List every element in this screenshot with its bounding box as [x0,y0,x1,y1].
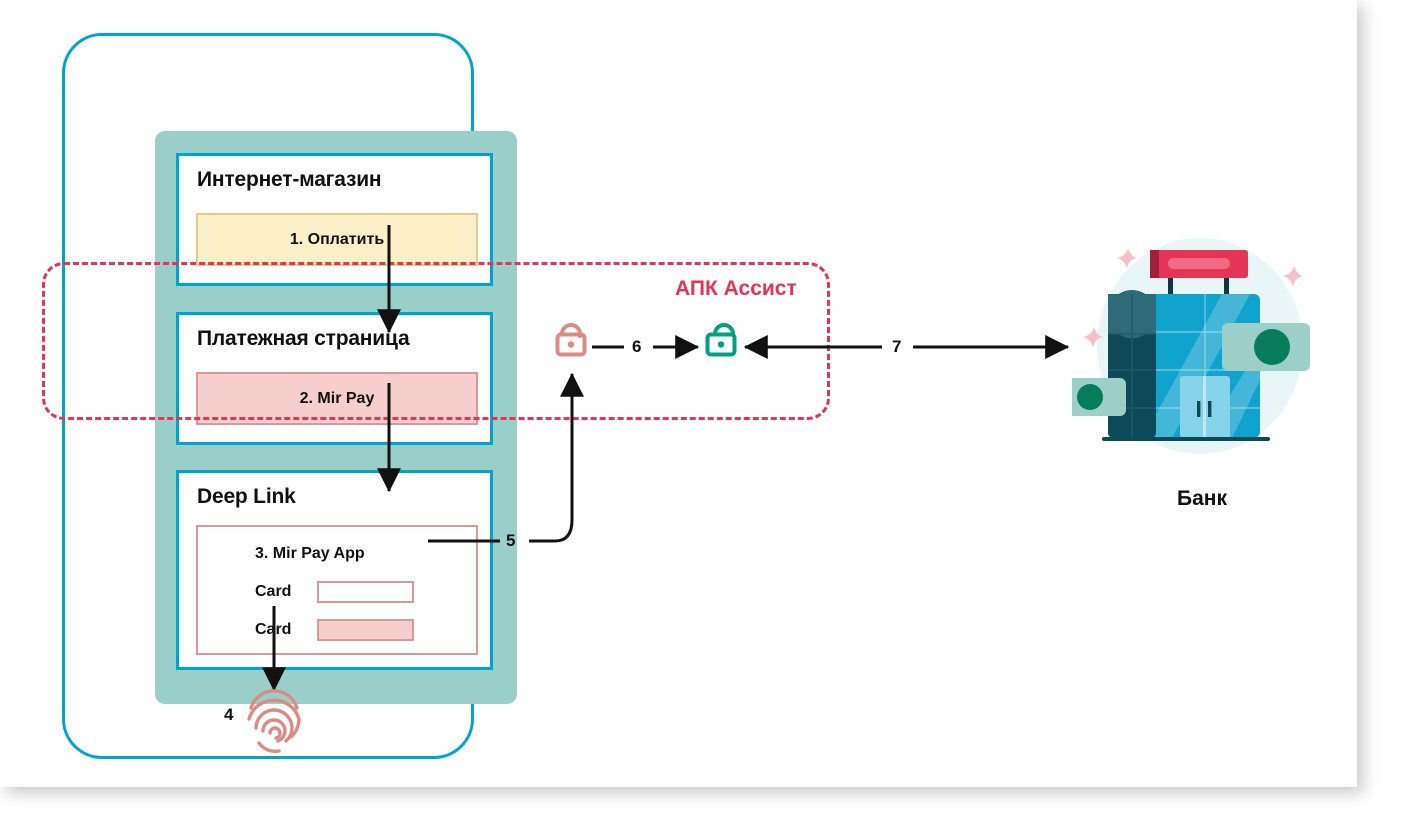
mir-pay-app-label: 3. Mir Pay App [255,545,365,562]
card-input-2[interactable] [317,619,414,641]
lock-open-icon [705,323,737,357]
mir-pay-button[interactable]: 2. Mir Pay [196,372,478,425]
step-number-6: 6 [632,337,642,356]
panel-title-payment-page: Платежная страница [197,327,410,350]
lock-closed-icon [555,323,587,357]
panel-payment-page: Платежная страница 2. Mir Pay [176,312,493,445]
panel-title-deep-link: Deep Link [197,485,296,508]
apk-assist-label: АПК Ассист [675,277,797,300]
card-label-2: Card [255,621,292,638]
diagram-canvas: Интернет-магазин 1. Оплатить Платежная с… [42,33,1310,759]
panel-internet-shop: Интернет-магазин 1. Оплатить [176,153,493,286]
panel-title-shop: Интернет-магазин [197,168,382,191]
bank-building-icon [1072,238,1310,454]
step-number-5: 5 [506,531,516,550]
bank-label: Банк [1177,487,1227,510]
card-row-1: Card [255,581,414,603]
mir-pay-app-box: 3. Mir Pay App Card Card [196,525,478,655]
step-number-4: 4 [224,705,234,724]
phone-frame: Интернет-магазин 1. Оплатить Платежная с… [62,33,517,759]
panel-deep-link: Deep Link 3. Mir Pay App Card Card [176,470,493,670]
step-number-7: 7 [892,337,902,356]
sparkle-decorations [1083,248,1303,348]
pay-button-oplatit[interactable]: 1. Оплатить [196,213,478,266]
card-label-1: Card [255,583,292,600]
card-row-2: Card [255,619,414,641]
card-input-1[interactable] [317,581,414,603]
